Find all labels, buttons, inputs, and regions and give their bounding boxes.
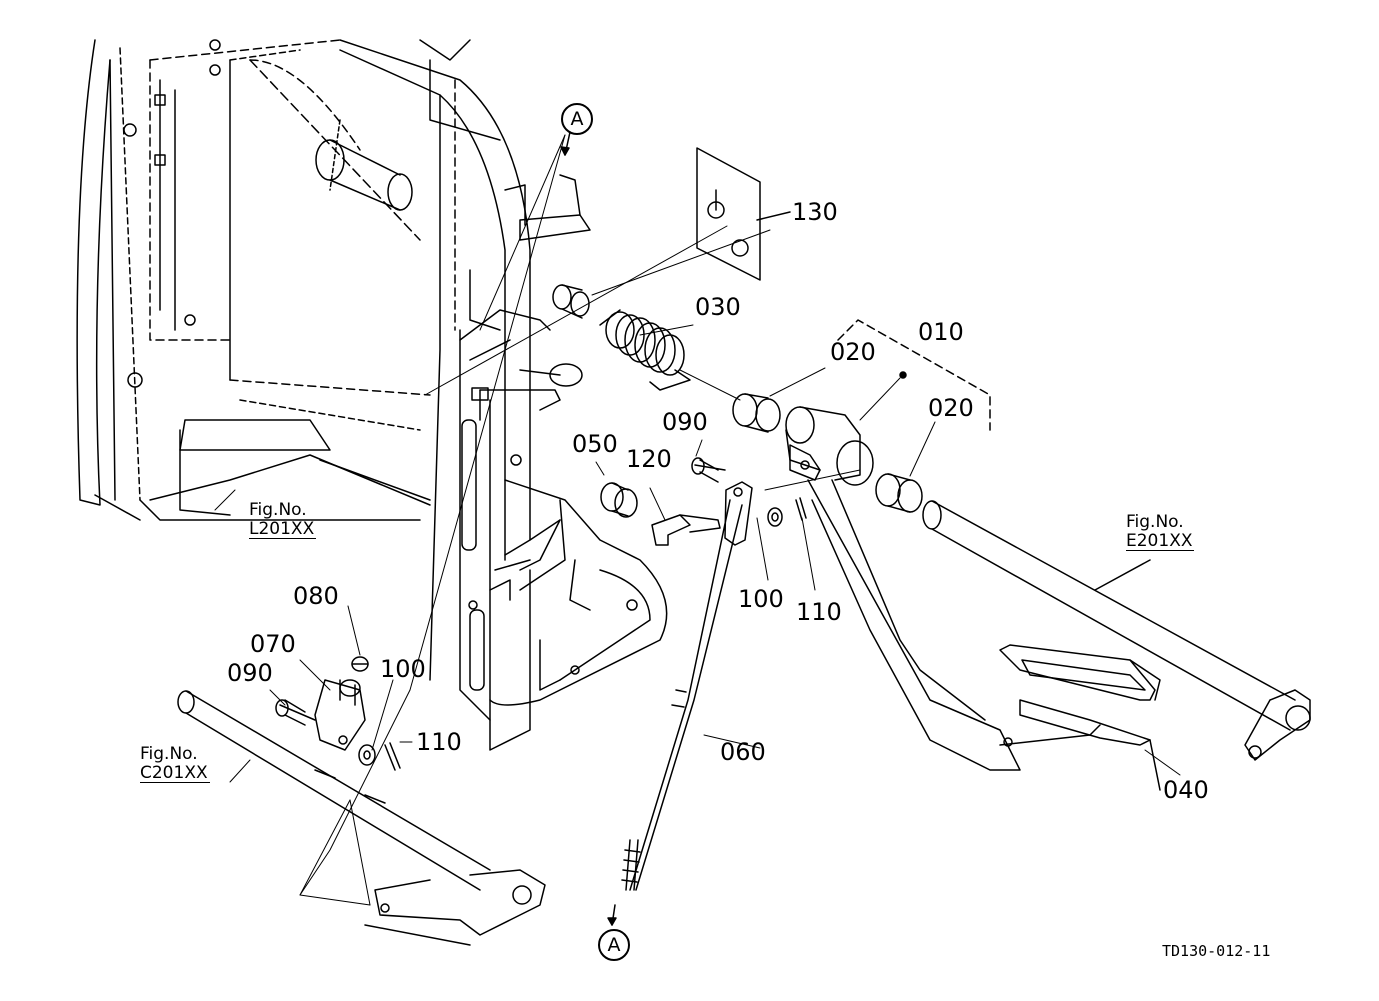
label-020-lower: 020 <box>928 394 974 422</box>
label-010: 010 <box>918 318 964 346</box>
lower-rod <box>177 690 546 946</box>
clevis-lower <box>275 656 401 771</box>
cotter-110b <box>384 742 401 771</box>
fig-ref-l201-code: L201XX <box>249 518 317 540</box>
fig-ref-e201[interactable]: Fig.No. E201XX <box>1126 512 1195 552</box>
cross-shaft <box>922 500 1311 761</box>
group-dot <box>899 371 907 379</box>
label-120: 120 <box>626 445 672 473</box>
label-080: 080 <box>293 582 339 610</box>
fig-ref-l201-prefix: Fig.No. <box>249 500 307 520</box>
fig-ref-c201-code: C201XX <box>140 762 210 784</box>
rod-060 <box>607 499 743 926</box>
fig-ref-e201-prefix: Fig.No. <box>1126 512 1184 532</box>
label-030: 030 <box>695 293 741 321</box>
spring-030 <box>599 309 691 391</box>
washer-100a <box>767 507 783 527</box>
pedal-pad-040 <box>999 644 1161 791</box>
collar-050 <box>600 482 638 518</box>
upper-shaft <box>249 59 421 241</box>
label-060: 060 <box>720 738 766 766</box>
label-050: 050 <box>572 430 618 458</box>
label-130: 130 <box>792 198 838 226</box>
group-bracket-010 <box>837 319 991 431</box>
brake-lever <box>459 309 583 411</box>
washer-100b <box>358 744 376 766</box>
label-110-upper: 110 <box>796 598 842 626</box>
label-020-upper: 020 <box>830 338 876 366</box>
fig-ref-l201[interactable]: Fig.No. L201XX <box>249 500 317 540</box>
label-110-lower: 110 <box>416 728 462 756</box>
pin-120 <box>651 514 721 546</box>
leader-lines <box>214 134 1181 906</box>
connection-mark-bottom: A <box>598 929 630 961</box>
cotter-110a <box>795 497 807 521</box>
side-panel <box>76 39 431 521</box>
drawing-code: TD130-012-11 <box>1162 942 1271 960</box>
clevis-upper <box>691 457 753 546</box>
label-100-lower: 100 <box>380 655 426 683</box>
bush-020a <box>732 393 781 433</box>
label-070: 070 <box>250 630 296 658</box>
connection-mark-top: A <box>561 103 593 135</box>
pedal-arm <box>785 406 1021 771</box>
label-090-upper: 090 <box>662 408 708 436</box>
lower-bracket <box>489 479 668 706</box>
bush-020b <box>875 473 923 513</box>
label-100-upper: 100 <box>738 585 784 613</box>
plate-130 <box>696 147 791 281</box>
fig-ref-c201[interactable]: Fig.No. C201XX <box>140 744 210 784</box>
label-090-lower: 090 <box>227 659 273 687</box>
bush <box>552 284 590 319</box>
fig-ref-e201-code: E201XX <box>1126 530 1195 552</box>
label-040: 040 <box>1163 776 1209 804</box>
fig-ref-c201-prefix: Fig.No. <box>140 744 198 764</box>
frame-pillar <box>339 39 591 751</box>
